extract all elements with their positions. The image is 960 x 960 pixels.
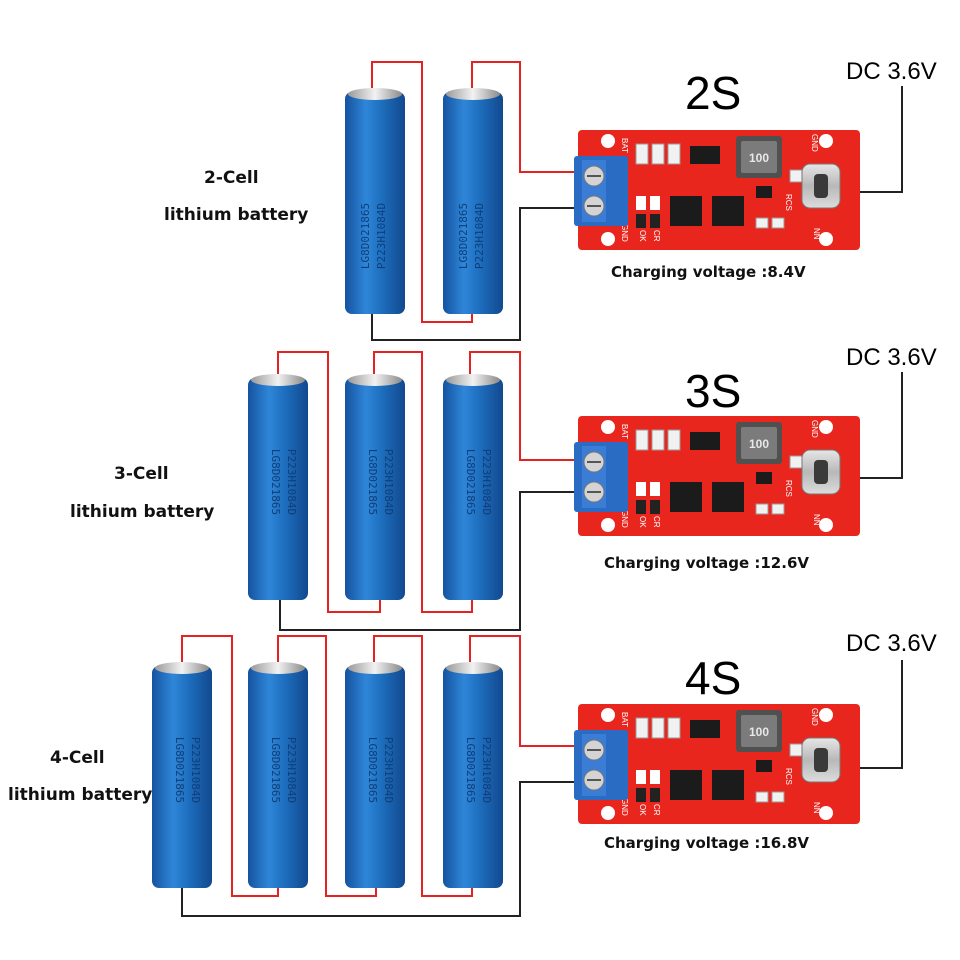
pcb-label: NN — [812, 228, 821, 240]
screw-terminal[interactable] — [574, 156, 628, 226]
battery-code: P223H1084D — [285, 737, 298, 803]
wire-negative — [181, 781, 580, 917]
battery-code: LG8D021865 — [464, 737, 477, 803]
input-voltage-label: DC 3.6V — [846, 58, 937, 85]
cell-count-label: 2-Cell — [204, 168, 259, 188]
cell-count-label: 4-Cell — [50, 748, 105, 768]
wire-positive — [277, 635, 377, 897]
usb-c-port[interactable] — [801, 737, 841, 783]
row-2s: LG8D021865 P223H1084D LG8D021865 P223H10… — [345, 61, 903, 341]
pcb-label: BAT — [620, 712, 629, 727]
pcb-label: CR — [652, 516, 661, 528]
charger-board: BAT GND GND RCS NN OK CR 100 — [574, 416, 860, 536]
battery-cell: LG8D021865 P223H1084D — [248, 374, 308, 600]
battery-type-label: lithium battery — [164, 205, 309, 225]
wire-negative — [279, 491, 580, 631]
pcb-label: NN — [812, 514, 821, 526]
pcb-label: RCS — [784, 480, 793, 497]
battery-code: P223H1084D — [473, 203, 486, 269]
wire-positive — [181, 635, 279, 897]
input-voltage-label: DC 3.6V — [846, 344, 937, 371]
inductor-label: 100 — [749, 725, 769, 739]
wire-positive — [371, 61, 473, 323]
battery-code: LG8D021865 — [359, 203, 372, 269]
battery-code: P223H1084D — [382, 449, 395, 515]
charging-voltage-label: Charging voltage :12.6V — [604, 554, 809, 572]
wire-negative — [371, 207, 580, 341]
pcb-label: GND — [810, 708, 819, 726]
battery-cell: LG8D021865 P223H1084D — [345, 88, 405, 314]
wire-positive — [469, 351, 580, 461]
charger-board: BAT GND GND RCS NN OK CR 100 — [574, 130, 860, 250]
inductor-label: 100 — [749, 151, 769, 165]
pcb-label: GND — [620, 510, 629, 528]
battery-code: LG8D021865 — [457, 203, 470, 269]
pcb-label: NN — [812, 802, 821, 814]
pcb-label: CR — [652, 804, 661, 816]
wire-positive — [469, 635, 580, 747]
pcb-label: OK — [638, 804, 647, 816]
cell-count-label: 3-Cell — [114, 464, 169, 484]
row-4s: LG8D021865 P223H1084D LG8D021865 P223H10… — [152, 635, 903, 917]
battery-code: P223H1084D — [189, 737, 202, 803]
charging-voltage-label: Charging voltage :8.4V — [611, 263, 806, 281]
configuration-label: 3S — [685, 365, 742, 417]
wire-negative — [858, 372, 903, 479]
charging-voltage-label: Charging voltage :16.8V — [604, 834, 809, 852]
pcb-label: BAT — [620, 424, 629, 439]
battery-cell: LG8D021865 P223H1084D — [443, 662, 503, 888]
battery-code: LG8D021865 — [173, 737, 186, 803]
usb-c-port[interactable] — [801, 449, 841, 495]
battery-code: P223H1084D — [480, 737, 493, 803]
configuration-label: 4S — [685, 652, 742, 704]
pcb-label: RCS — [784, 768, 793, 785]
battery-code: LG8D021865 — [269, 449, 282, 515]
screw-terminal[interactable] — [574, 442, 628, 512]
battery-code: LG8D021865 — [366, 737, 379, 803]
battery-code: P223H1084D — [480, 449, 493, 515]
wire-positive — [373, 351, 473, 613]
battery-code: P223H1084D — [375, 203, 388, 269]
pcb-label: RCS — [784, 194, 793, 211]
battery-cell: LG8D021865 P223H1084D — [248, 662, 308, 888]
wire-positive — [277, 351, 381, 613]
screw-terminal[interactable] — [574, 730, 628, 800]
configuration-label: 2S — [685, 67, 742, 119]
pcb-label: GND — [620, 224, 629, 242]
pcb-label: OK — [638, 516, 647, 528]
battery-code: LG8D021865 — [269, 737, 282, 803]
wire-negative — [858, 660, 903, 769]
row-3s: LG8D021865 P223H1084D LG8D021865 P223H10… — [248, 351, 903, 631]
battery-code: LG8D021865 — [464, 449, 477, 515]
battery-code: P223H1084D — [285, 449, 298, 515]
battery-cell: LG8D021865 P223H1084D — [345, 662, 405, 888]
battery-cell: LG8D021865 P223H1084D — [152, 662, 212, 888]
input-voltage-label: DC 3.6V — [846, 630, 937, 657]
pcb-label: GND — [810, 134, 819, 152]
pcb-label: GND — [810, 420, 819, 438]
battery-code: P223H1084D — [382, 737, 395, 803]
battery-cell: LG8D021865 P223H1084D — [443, 88, 503, 314]
pcb-label: GND — [620, 798, 629, 816]
pcb-label: BAT — [620, 138, 629, 153]
battery-cell: LG8D021865 P223H1084D — [443, 374, 503, 600]
battery-cell: LG8D021865 P223H1084D — [345, 374, 405, 600]
usb-c-port[interactable] — [801, 163, 841, 209]
battery-code: LG8D021865 — [366, 449, 379, 515]
battery-type-label: lithium battery — [8, 785, 153, 805]
pcb-label: OK — [638, 230, 647, 242]
battery-type-label: lithium battery — [70, 502, 215, 522]
wire-positive — [373, 635, 473, 897]
charger-board: BAT GND GND RCS NN OK CR 100 — [574, 704, 860, 824]
pcb-label: CR — [652, 230, 661, 242]
wire-negative — [858, 86, 903, 193]
inductor-label: 100 — [749, 437, 769, 451]
wire-positive — [471, 61, 580, 173]
